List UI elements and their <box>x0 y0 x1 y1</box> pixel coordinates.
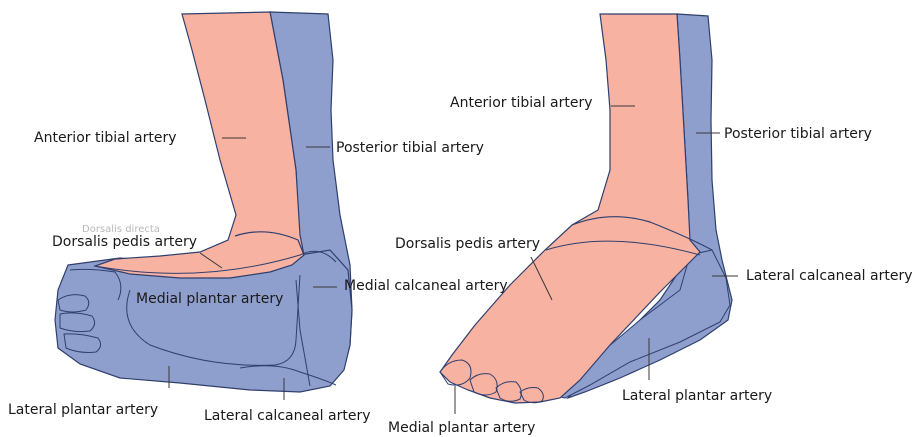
right-foot <box>440 14 738 414</box>
left-dorsalis-pedis-label: Dorsalis pedis artery <box>52 234 197 250</box>
right-anterior-tibial-label: Anterior tibial artery <box>450 95 593 111</box>
right-posterior-tibial-label: Posterior tibial artery <box>724 126 872 142</box>
right-lateral-calcaneal-label: Lateral calcaneal artery <box>746 268 912 284</box>
left-posterior-tibial-label: Posterior tibial artery <box>336 140 484 156</box>
left-medial-plantar-label: Medial plantar artery <box>136 291 283 307</box>
left-lateral-plantar-label: Lateral plantar artery <box>8 402 158 418</box>
left-medial-calcaneal-label: Medial calcaneal artery <box>344 278 508 294</box>
right-dorsalis-pedis-label: Dorsalis pedis artery <box>395 236 540 252</box>
left-lateral-calcaneal-label: Lateral calcaneal artery <box>204 408 370 424</box>
right-medial-plantar-label: Medial plantar artery <box>388 420 535 436</box>
left-anterior-tibial-label: Anterior tibial artery <box>34 130 177 146</box>
right-lateral-plantar-label: Lateral plantar artery <box>622 388 772 404</box>
left-foot <box>55 12 352 400</box>
